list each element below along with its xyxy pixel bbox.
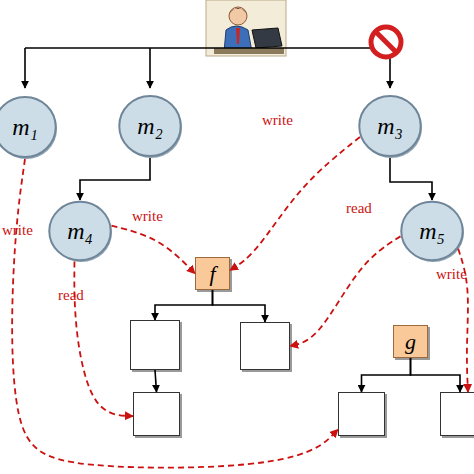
- prohibition-symbol: [371, 27, 401, 57]
- access-label: write: [436, 266, 467, 283]
- user-link-line: [24, 48, 26, 88]
- access-label: read: [346, 200, 372, 217]
- tree-link: [213, 290, 266, 322]
- user-head: [229, 7, 247, 25]
- data-box: [338, 392, 385, 436]
- user-tie: [236, 28, 240, 44]
- node-label: f: [209, 261, 215, 287]
- module-circle: m₁: [0, 95, 57, 159]
- tree-link: [155, 370, 157, 392]
- access-arrow: [230, 137, 360, 270]
- access-label: write: [2, 222, 33, 239]
- tree-link: [155, 290, 213, 320]
- connector-group: [12, 137, 468, 468]
- access-arrow: [12, 159, 338, 468]
- user-hair: [229, 8, 247, 14]
- tree-link: [411, 358, 461, 392]
- user-bus-line: [25, 47, 390, 49]
- data-box: [130, 320, 180, 370]
- node-label: m₁: [12, 114, 38, 141]
- tree-link: [390, 158, 432, 200]
- access-arrow: [290, 236, 400, 346]
- user-link-line: [149, 48, 151, 88]
- tree-link: [362, 358, 411, 392]
- module-circle: m₄: [48, 200, 112, 262]
- circle-body: [359, 96, 420, 156]
- user-links: [25, 48, 390, 88]
- prohibition-ring: [371, 27, 401, 57]
- circle-body: [119, 96, 180, 156]
- node-label: m₅: [419, 218, 445, 245]
- circle-body: [49, 202, 110, 260]
- desk: [214, 48, 284, 54]
- circle-body: [0, 97, 56, 157]
- module-circle: m₅: [400, 200, 464, 262]
- circle-body: [401, 202, 462, 260]
- tree-link: [80, 158, 150, 200]
- object-box: f: [195, 257, 230, 290]
- module-circle: m₂: [118, 94, 182, 158]
- data-box: [440, 392, 474, 436]
- prohibition-slash: [376, 32, 396, 52]
- node-label: m₃: [377, 113, 403, 140]
- data-box: [133, 392, 180, 436]
- module-circle: m₃: [358, 94, 422, 158]
- access-label: write: [262, 112, 293, 129]
- laptop-screen: [252, 28, 282, 48]
- data-box: [240, 322, 290, 370]
- access-label: write: [132, 208, 163, 225]
- object-box: g: [393, 325, 428, 358]
- access-arrow: [112, 226, 195, 274]
- access-arrow: [74, 262, 133, 417]
- node-label: g: [405, 329, 416, 355]
- node-label: m₄: [67, 218, 93, 245]
- node-label: m₂: [137, 113, 163, 140]
- access-label: read: [58, 287, 84, 304]
